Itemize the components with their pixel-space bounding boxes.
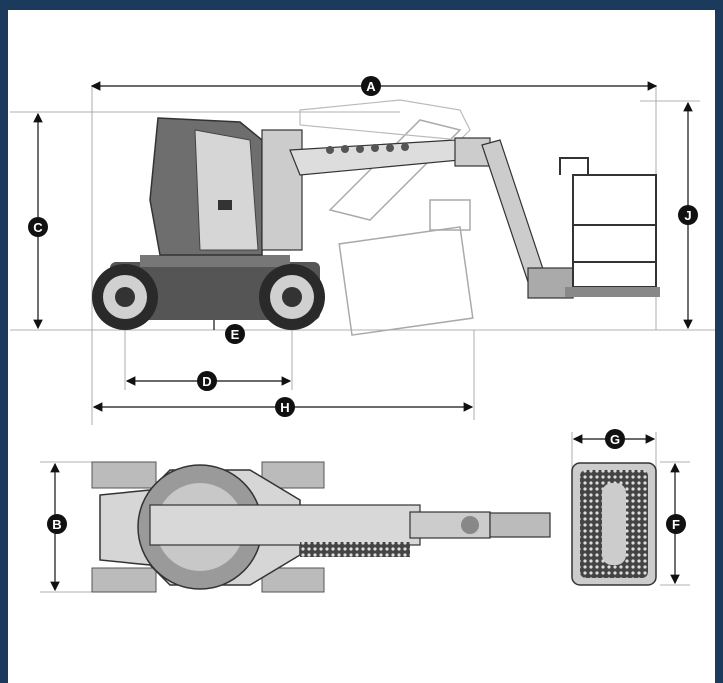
marker-b: B bbox=[47, 514, 67, 534]
top-platform bbox=[571, 462, 657, 586]
tire-front-right bbox=[91, 567, 157, 593]
svg-text:A: A bbox=[366, 79, 376, 94]
top-view-lift bbox=[91, 461, 657, 593]
side-view-lift bbox=[92, 99, 660, 336]
marker-a: A bbox=[361, 76, 381, 96]
marker-d: D bbox=[197, 371, 217, 391]
svg-text:G: G bbox=[610, 432, 620, 447]
boom-top bbox=[149, 504, 421, 546]
dimension-markers: A C J E D H B G F bbox=[28, 76, 698, 534]
marker-h: H bbox=[275, 397, 295, 417]
marker-e: E bbox=[225, 324, 245, 344]
cable-chain bbox=[300, 542, 410, 557]
svg-text:F: F bbox=[672, 517, 680, 532]
svg-text:H: H bbox=[280, 400, 289, 415]
jib bbox=[481, 139, 546, 283]
front-wheel bbox=[92, 264, 158, 330]
svg-text:E: E bbox=[231, 327, 240, 342]
side-platform bbox=[559, 157, 657, 288]
tire-front-left bbox=[91, 461, 157, 489]
marker-c: C bbox=[28, 217, 48, 237]
svg-text:J: J bbox=[684, 208, 691, 223]
marker-j: J bbox=[678, 205, 698, 225]
mast bbox=[261, 129, 303, 251]
svg-text:B: B bbox=[52, 517, 61, 532]
svg-text:D: D bbox=[202, 374, 211, 389]
svg-text:C: C bbox=[33, 220, 43, 235]
marker-g: G bbox=[605, 429, 625, 449]
rear-wheel bbox=[259, 264, 325, 330]
marker-f: F bbox=[666, 514, 686, 534]
